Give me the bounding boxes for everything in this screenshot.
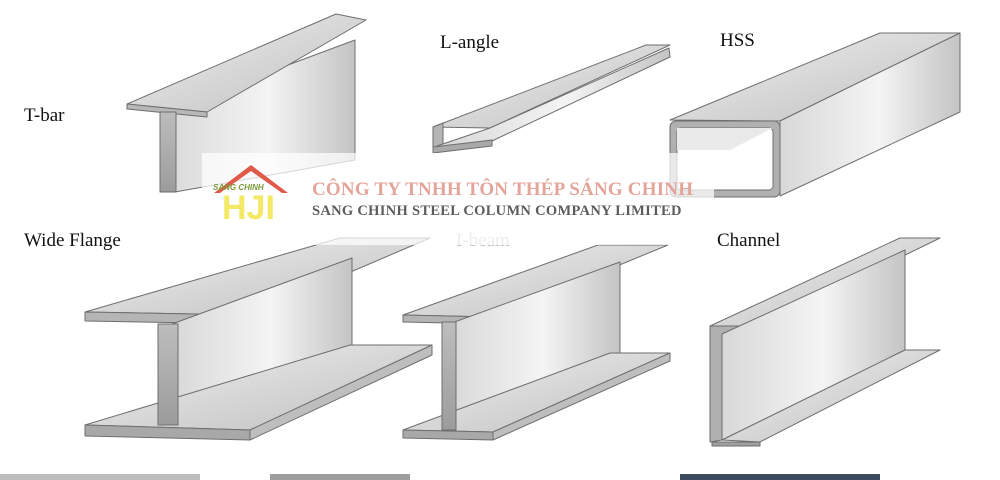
t-bar-label: T-bar — [24, 105, 65, 126]
company-name-vi: CÔNG TY TNHH TÔN THÉP SÁNG CHINH — [312, 179, 694, 200]
logo-caption: SANG CHINH — [213, 183, 264, 192]
wide-flange-label: Wide Flange — [24, 230, 121, 251]
l-angle-label: L-angle — [440, 32, 500, 53]
company-watermark: HJI SANG CHINH CÔNG TY TNHH TÔN THÉP SÁN… — [202, 153, 714, 245]
wide-flange-profile — [84, 237, 433, 441]
company-logo: HJI — [214, 165, 288, 227]
hss-label: HSS — [720, 30, 755, 51]
svg-text:HJI: HJI — [222, 189, 275, 227]
l-angle-profile — [432, 44, 671, 154]
i-beam-profile — [402, 244, 671, 441]
company-name-en: SANG CHINH STEEL COLUMN COMPANY LIMITED — [312, 203, 682, 219]
channel-label: Channel — [717, 230, 781, 251]
bottom-edge-strip — [0, 474, 1000, 480]
channel-profile — [709, 237, 941, 447]
